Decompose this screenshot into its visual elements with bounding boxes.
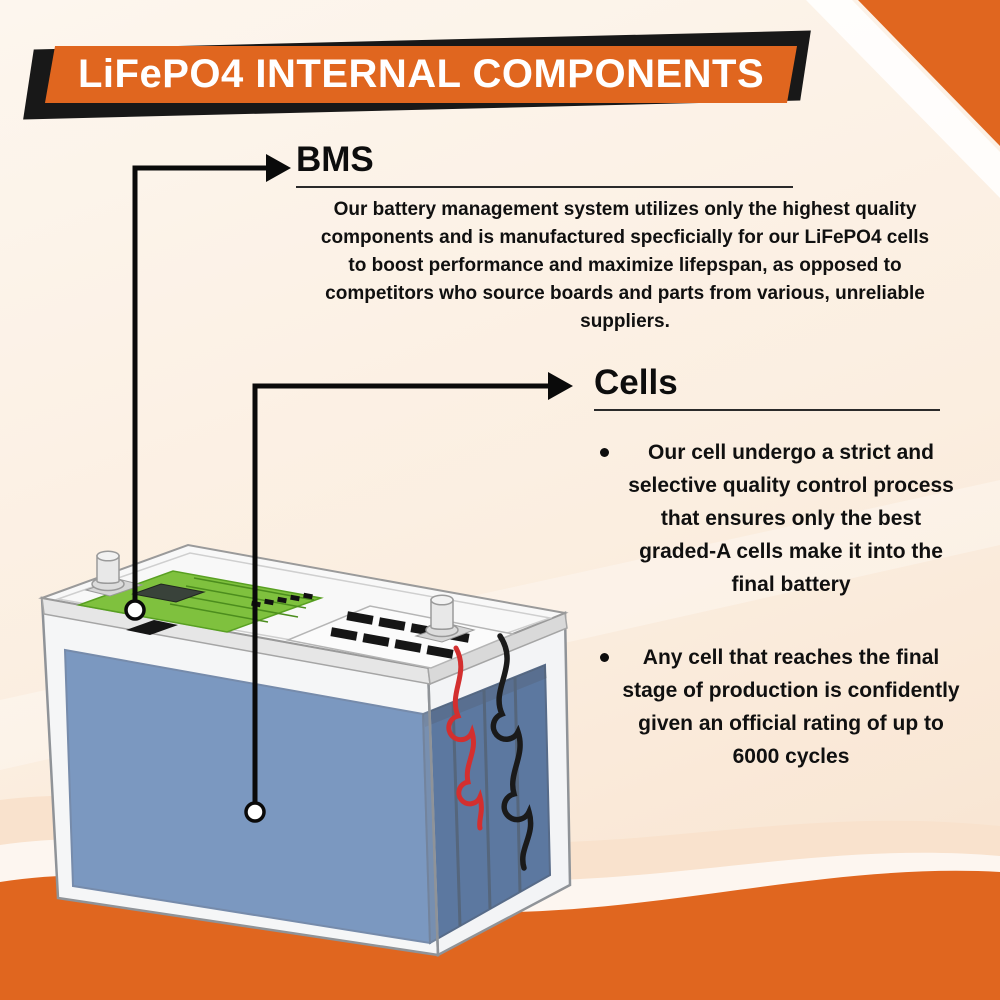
board-chip bbox=[126, 620, 178, 635]
cells-bullet-text: Any cell that reaches the final stage of… bbox=[622, 646, 960, 768]
banner-face: LiFePO4 INTERNAL COMPONENTS bbox=[44, 46, 798, 103]
cells-underline bbox=[594, 409, 940, 411]
bullet-dot-icon bbox=[600, 448, 609, 457]
page-title: LiFePO4 INTERNAL COMPONENTS bbox=[78, 52, 765, 96]
bms-heading: BMS bbox=[296, 140, 374, 179]
battery-illustration bbox=[38, 543, 572, 958]
cells-heading: Cells bbox=[594, 363, 678, 402]
top-right-white-stripe bbox=[806, 0, 1000, 198]
cells-bullet-item: Any cell that reaches the final stage of… bbox=[598, 641, 960, 773]
battery-terminal-left bbox=[84, 550, 144, 597]
bullet-dot-icon bbox=[600, 653, 609, 662]
cells-bullet-list: Our cell undergo a strict and selective … bbox=[598, 436, 960, 773]
bms-paragraph: Our battery management system utilizes o… bbox=[320, 199, 930, 332]
top-right-orange-corner bbox=[858, 0, 1000, 146]
cells-bullet-text: Our cell undergo a strict and selective … bbox=[628, 441, 954, 596]
bms-underline bbox=[296, 186, 793, 188]
title-banner: LiFePO4 INTERNAL COMPONENTS bbox=[0, 0, 1000, 130]
cells-bullet-item: Our cell undergo a strict and selective … bbox=[598, 436, 960, 601]
